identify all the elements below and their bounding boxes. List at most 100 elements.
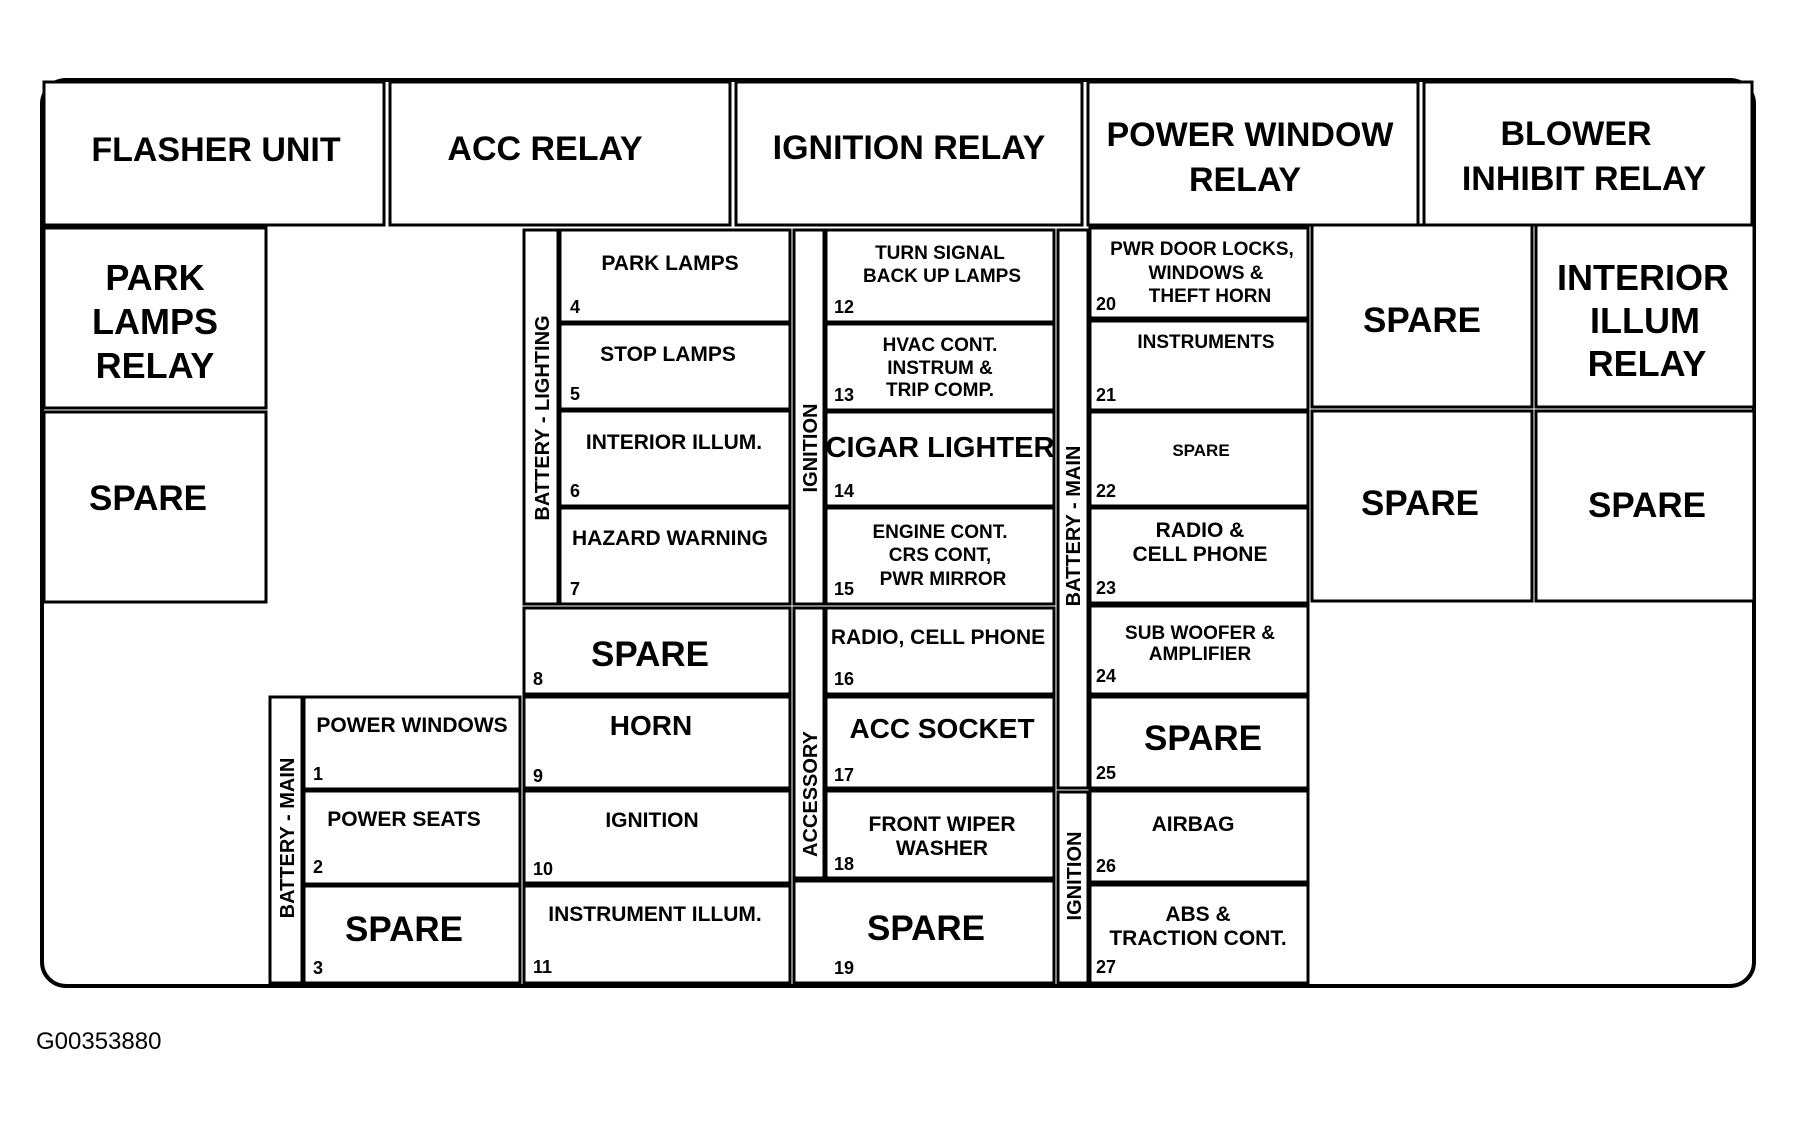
fuse-6[interactable] [558,409,792,508]
fuse-12[interactable] [824,228,1056,324]
relay-power-window[interactable] [1086,80,1420,227]
relay-park-lamps-label-1: PARK [105,257,204,298]
fuse-27-label-2: TRACTION CONT. [1109,927,1286,950]
relay-spare-left-label: SPARE [89,479,207,518]
left-relays: PARK LAMPS RELAY SPARE [42,226,268,604]
fuse-25[interactable] [1088,695,1310,790]
relay-spare-right-bottom-left-label: SPARE [1361,484,1479,523]
fuse-15-label-3: PWR MIRROR [880,569,1007,590]
figure-id: G00353880 [36,1028,162,1055]
bus-label-ignition-a: IGNITION [800,404,822,493]
relay-interior-illum[interactable] [1534,223,1756,409]
fuse-5-label: STOP LAMPS [600,343,736,366]
fuse-3-label: SPARE [345,910,463,949]
fuse-10[interactable] [522,789,792,885]
relay-park-lamps-label-2: LAMPS [92,301,218,342]
fuse-4-number: 4 [570,297,580,317]
bus-strip-battery-main-right [1056,228,1090,790]
fuse-2[interactable] [302,789,522,886]
fuse-13-label-2: INSTRUM & [887,358,993,379]
fuse-15-number: 15 [834,579,854,599]
fuse-9-label: HORN [610,710,692,741]
fuse-14-label: CIGAR LIGHTER [826,432,1055,464]
fuse-18[interactable] [824,789,1056,880]
fuse-4-label: PARK LAMPS [601,252,738,275]
fuse-20[interactable] [1088,226,1310,320]
bus-strip-ignition-a [792,228,826,606]
relay-interior-illum-label-1: INTERIOR [1557,257,1729,298]
relay-flasher-unit[interactable] [42,80,386,227]
relay-blower-inhibit[interactable] [1422,80,1754,227]
relay-spare-right-bottom-right-label: SPARE [1588,486,1706,525]
top-relay-row: FLASHER UNIT ACC RELAY IGNITION RELAY PO… [42,80,1754,227]
fuse-23[interactable] [1088,506,1310,605]
fuse-24-number: 24 [1096,666,1116,686]
fuse-26[interactable] [1088,789,1310,884]
fuse-7-number: 7 [570,579,580,599]
fuse-22[interactable] [1088,410,1310,508]
relay-blower-inhibit-label-1: BLOWER [1500,115,1651,153]
fuse-17[interactable] [824,695,1056,790]
fuse-8[interactable] [522,606,792,696]
fuse-16-label: RADIO, CELL PHONE [831,626,1045,649]
fuse-10-number: 10 [533,859,553,879]
fuse-25-label: SPARE [1144,719,1262,758]
relay-spare-left[interactable] [42,410,268,604]
bus-strips: BATTERY - LIGHTING IGNITION BATTERY - MA… [268,228,1090,985]
relay-spare-right-bottom-left[interactable] [1310,409,1534,603]
fuse-20-number: 20 [1096,294,1116,314]
fuse-5-number: 5 [570,384,580,404]
fuse-9-number: 9 [533,766,543,786]
fuse-11[interactable] [522,884,792,985]
fuse-8-label: SPARE [591,635,709,674]
fuse-19-number: 19 [834,958,854,978]
fuse-8-number: 8 [533,669,543,689]
fuse-21[interactable] [1088,319,1310,412]
fuse-7[interactable] [558,506,792,606]
relay-acc-label: ACC RELAY [447,130,643,168]
fuse-15[interactable] [824,506,1056,606]
bus-strip-ignition-b [1056,790,1090,985]
fuse-24-label-2: AMPLIFIER [1149,644,1252,665]
fuse-23-label-2: CELL PHONE [1133,543,1268,566]
fuse-13-label-1: HVAC CONT. [883,335,998,356]
bus-strip-battery-lighting [522,228,560,606]
fuse-24[interactable] [1088,604,1310,696]
fuse-27-number: 27 [1096,957,1116,977]
fuse-7-label: HAZARD WARNING [572,527,768,550]
fuse-17-label: ACC SOCKET [849,713,1034,744]
fuse-cells: POWER WINDOWS POWER SEATS SPARE PARK LAM… [302,226,1310,985]
bus-label-battery-lighting: BATTERY - LIGHTING [532,315,554,520]
right-relays: SPARE INTERIOR ILLUM RELAY SPARE SPARE [1310,223,1756,603]
fuse-16[interactable] [824,606,1056,696]
fuse-19[interactable] [792,879,1056,985]
relay-spare-right-bottom-right[interactable] [1534,409,1756,603]
fuse-12-label-1: TURN SIGNAL [875,243,1005,264]
fuse-15-label-1: ENGINE CONT. [872,522,1007,543]
fuse-9[interactable] [522,695,792,790]
fuse-22-label: SPARE [1172,441,1229,460]
relay-park-lamps[interactable] [42,226,268,410]
relay-acc[interactable] [388,80,732,227]
fuse-23-number: 23 [1096,578,1116,598]
fuse-27[interactable] [1088,883,1310,985]
bus-label-ignition-b: IGNITION [1064,832,1086,921]
bus-label-battery-main-left: BATTERY - MAIN [277,758,299,919]
fuse-4[interactable] [558,228,792,324]
relay-ignition-label: IGNITION RELAY [773,129,1046,167]
fuse-1[interactable] [302,695,522,791]
bus-strip-battery-main-left [268,695,304,985]
relay-ignition[interactable] [734,80,1084,227]
fuse-13[interactable] [824,322,1056,412]
fuse-26-number: 26 [1096,856,1116,876]
fuse-3[interactable] [302,884,522,985]
fuse-23-label-1: RADIO & [1156,519,1245,542]
fuse-6-number: 6 [570,481,580,501]
fuse-21-number: 21 [1096,385,1116,405]
fuse-14[interactable] [824,410,1056,508]
fuse-15-label-2: CRS CONT, [889,545,991,566]
fuse-5[interactable] [558,322,792,411]
relay-spare-right-top[interactable] [1310,223,1534,409]
bus-label-battery-main-right: BATTERY - MAIN [1063,446,1085,607]
